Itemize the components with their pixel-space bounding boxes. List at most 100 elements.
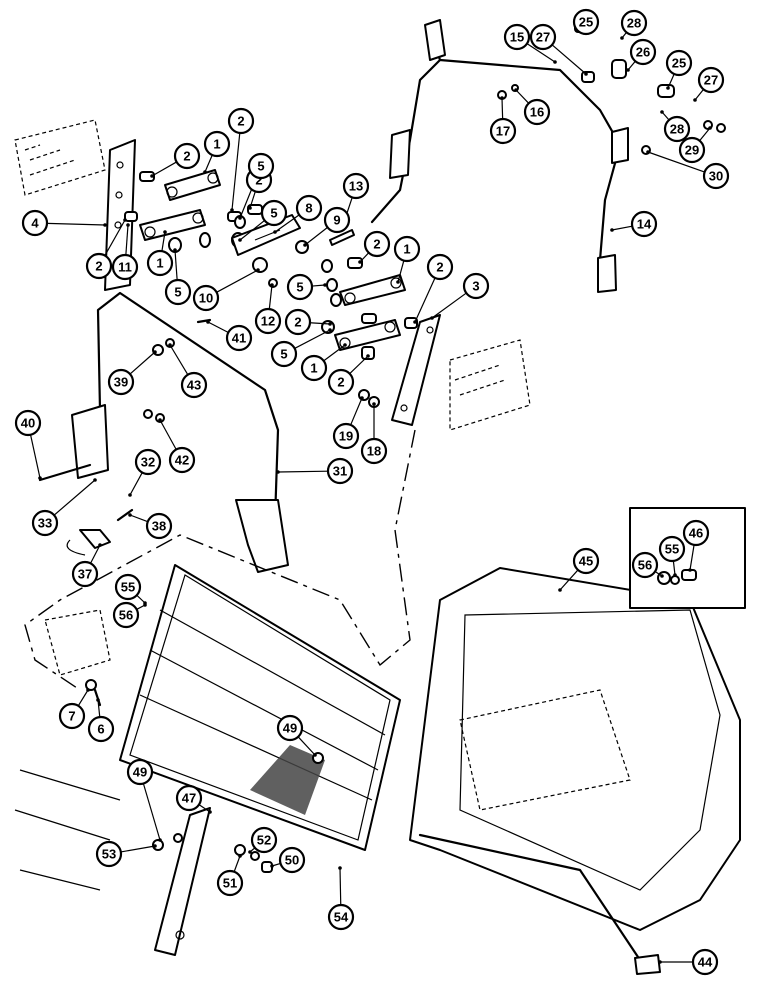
- callout-label: 10: [199, 291, 213, 306]
- callout-label: 5: [270, 206, 277, 221]
- callout-19: 19: [332, 422, 360, 450]
- leader-tip: [500, 96, 504, 100]
- leader-line: [277, 470, 329, 473]
- callout-label: 1: [156, 256, 163, 271]
- phantom-outline: [24, 429, 416, 691]
- callout-28: 28: [620, 9, 648, 37]
- callout-label: 49: [133, 765, 147, 780]
- callout-15: 15: [503, 23, 531, 51]
- leader-line: [239, 219, 265, 241]
- callout-label: 43: [187, 378, 201, 393]
- leader-line: [216, 269, 259, 293]
- callout-32: 32: [134, 448, 162, 476]
- leader-tip: [303, 243, 307, 247]
- leader-tip: [128, 493, 132, 497]
- leader-tip: [238, 854, 242, 858]
- callout-label: 9: [333, 213, 340, 228]
- leader-tip: [626, 68, 630, 72]
- callout-label: 2: [373, 237, 380, 252]
- callout-8: 8: [295, 194, 323, 222]
- leader-tip: [610, 228, 614, 232]
- callout-label: 27: [536, 30, 550, 45]
- leader-line: [268, 284, 273, 310]
- callout-14: 14: [630, 210, 658, 238]
- callout-label: 3: [472, 279, 479, 294]
- leader-line: [207, 321, 229, 334]
- callout-label: 13: [349, 179, 363, 194]
- callout-label: 2: [95, 259, 102, 274]
- callout-2: 2: [426, 253, 454, 281]
- callout-52: 52: [250, 826, 278, 854]
- callout-28: 28: [663, 115, 691, 143]
- callout-17: 17: [489, 117, 517, 145]
- callout-label: 2: [294, 315, 301, 330]
- leader-tip: [358, 260, 362, 264]
- callout-label: 19: [339, 429, 353, 444]
- callout-label: 28: [670, 122, 684, 137]
- leader-line: [311, 284, 326, 287]
- callout-label: 2: [255, 173, 262, 188]
- callout-44: 44: [691, 948, 719, 976]
- leader-line: [53, 479, 96, 516]
- callout-label: 50: [285, 853, 299, 868]
- leader-tip: [256, 268, 260, 272]
- callout-label: 5: [280, 347, 287, 362]
- leader-line: [414, 277, 436, 323]
- leader-line: [431, 292, 467, 319]
- callout-6: 6: [87, 715, 115, 743]
- callout-51: 51: [216, 869, 244, 897]
- callout-label: 1: [403, 242, 410, 257]
- callout-label: 2: [337, 375, 344, 390]
- seal-strip: [418, 833, 661, 975]
- callout-42: 42: [168, 446, 196, 474]
- callout-54: 54: [327, 903, 355, 931]
- lower-left-frame-phantom: [14, 769, 121, 891]
- callout-label: 56: [638, 558, 652, 573]
- leader-line: [349, 355, 369, 375]
- leader-tip: [103, 223, 107, 227]
- callout-56: 56: [631, 551, 659, 579]
- leader-line: [526, 43, 556, 63]
- callout-26: 26: [629, 38, 657, 66]
- callout-4: 4: [21, 209, 49, 237]
- callout-label: 32: [141, 455, 155, 470]
- leader-tip: [660, 110, 664, 114]
- callout-label: 41: [232, 331, 246, 346]
- tractor-frame-phantom: [14, 119, 106, 196]
- callout-12: 12: [254, 307, 282, 335]
- leader-tip: [276, 470, 280, 474]
- callout-27: 27: [697, 66, 725, 94]
- callout-label: 54: [334, 910, 349, 925]
- callout-label: 47: [182, 791, 196, 806]
- leader-line: [397, 260, 405, 283]
- callout-label: 18: [367, 444, 381, 459]
- leader-line: [97, 699, 101, 718]
- callout-45: 45: [572, 547, 600, 575]
- side-panel-phantom: [44, 609, 111, 707]
- leader-tip: [658, 960, 662, 964]
- callout-label: 11: [118, 260, 132, 275]
- leader-line: [77, 689, 89, 707]
- leader-tip: [343, 343, 347, 347]
- callout-2: 2: [284, 308, 312, 336]
- leader-tip: [143, 603, 147, 607]
- grille-mesh-patch: [250, 745, 325, 815]
- callout-label: 1: [213, 137, 220, 152]
- callout-39: 39: [107, 368, 135, 396]
- leader-tip: [153, 844, 157, 848]
- leader-line: [551, 44, 587, 75]
- callout-label: 46: [689, 526, 703, 541]
- callout-label: 42: [175, 453, 189, 468]
- callout-25: 25: [665, 49, 693, 77]
- leader-tip: [338, 866, 342, 870]
- leader-tip: [693, 98, 697, 102]
- callout-label: 12: [261, 314, 275, 329]
- callout-label: 25: [672, 56, 686, 71]
- center-rod: [295, 229, 355, 254]
- callout-55: 55: [114, 573, 142, 601]
- left-upper-bracket: [104, 139, 136, 291]
- callout-1: 1: [300, 354, 328, 382]
- leader-line: [142, 783, 161, 841]
- callout-5: 5: [270, 340, 298, 368]
- callout-label: 6: [97, 722, 104, 737]
